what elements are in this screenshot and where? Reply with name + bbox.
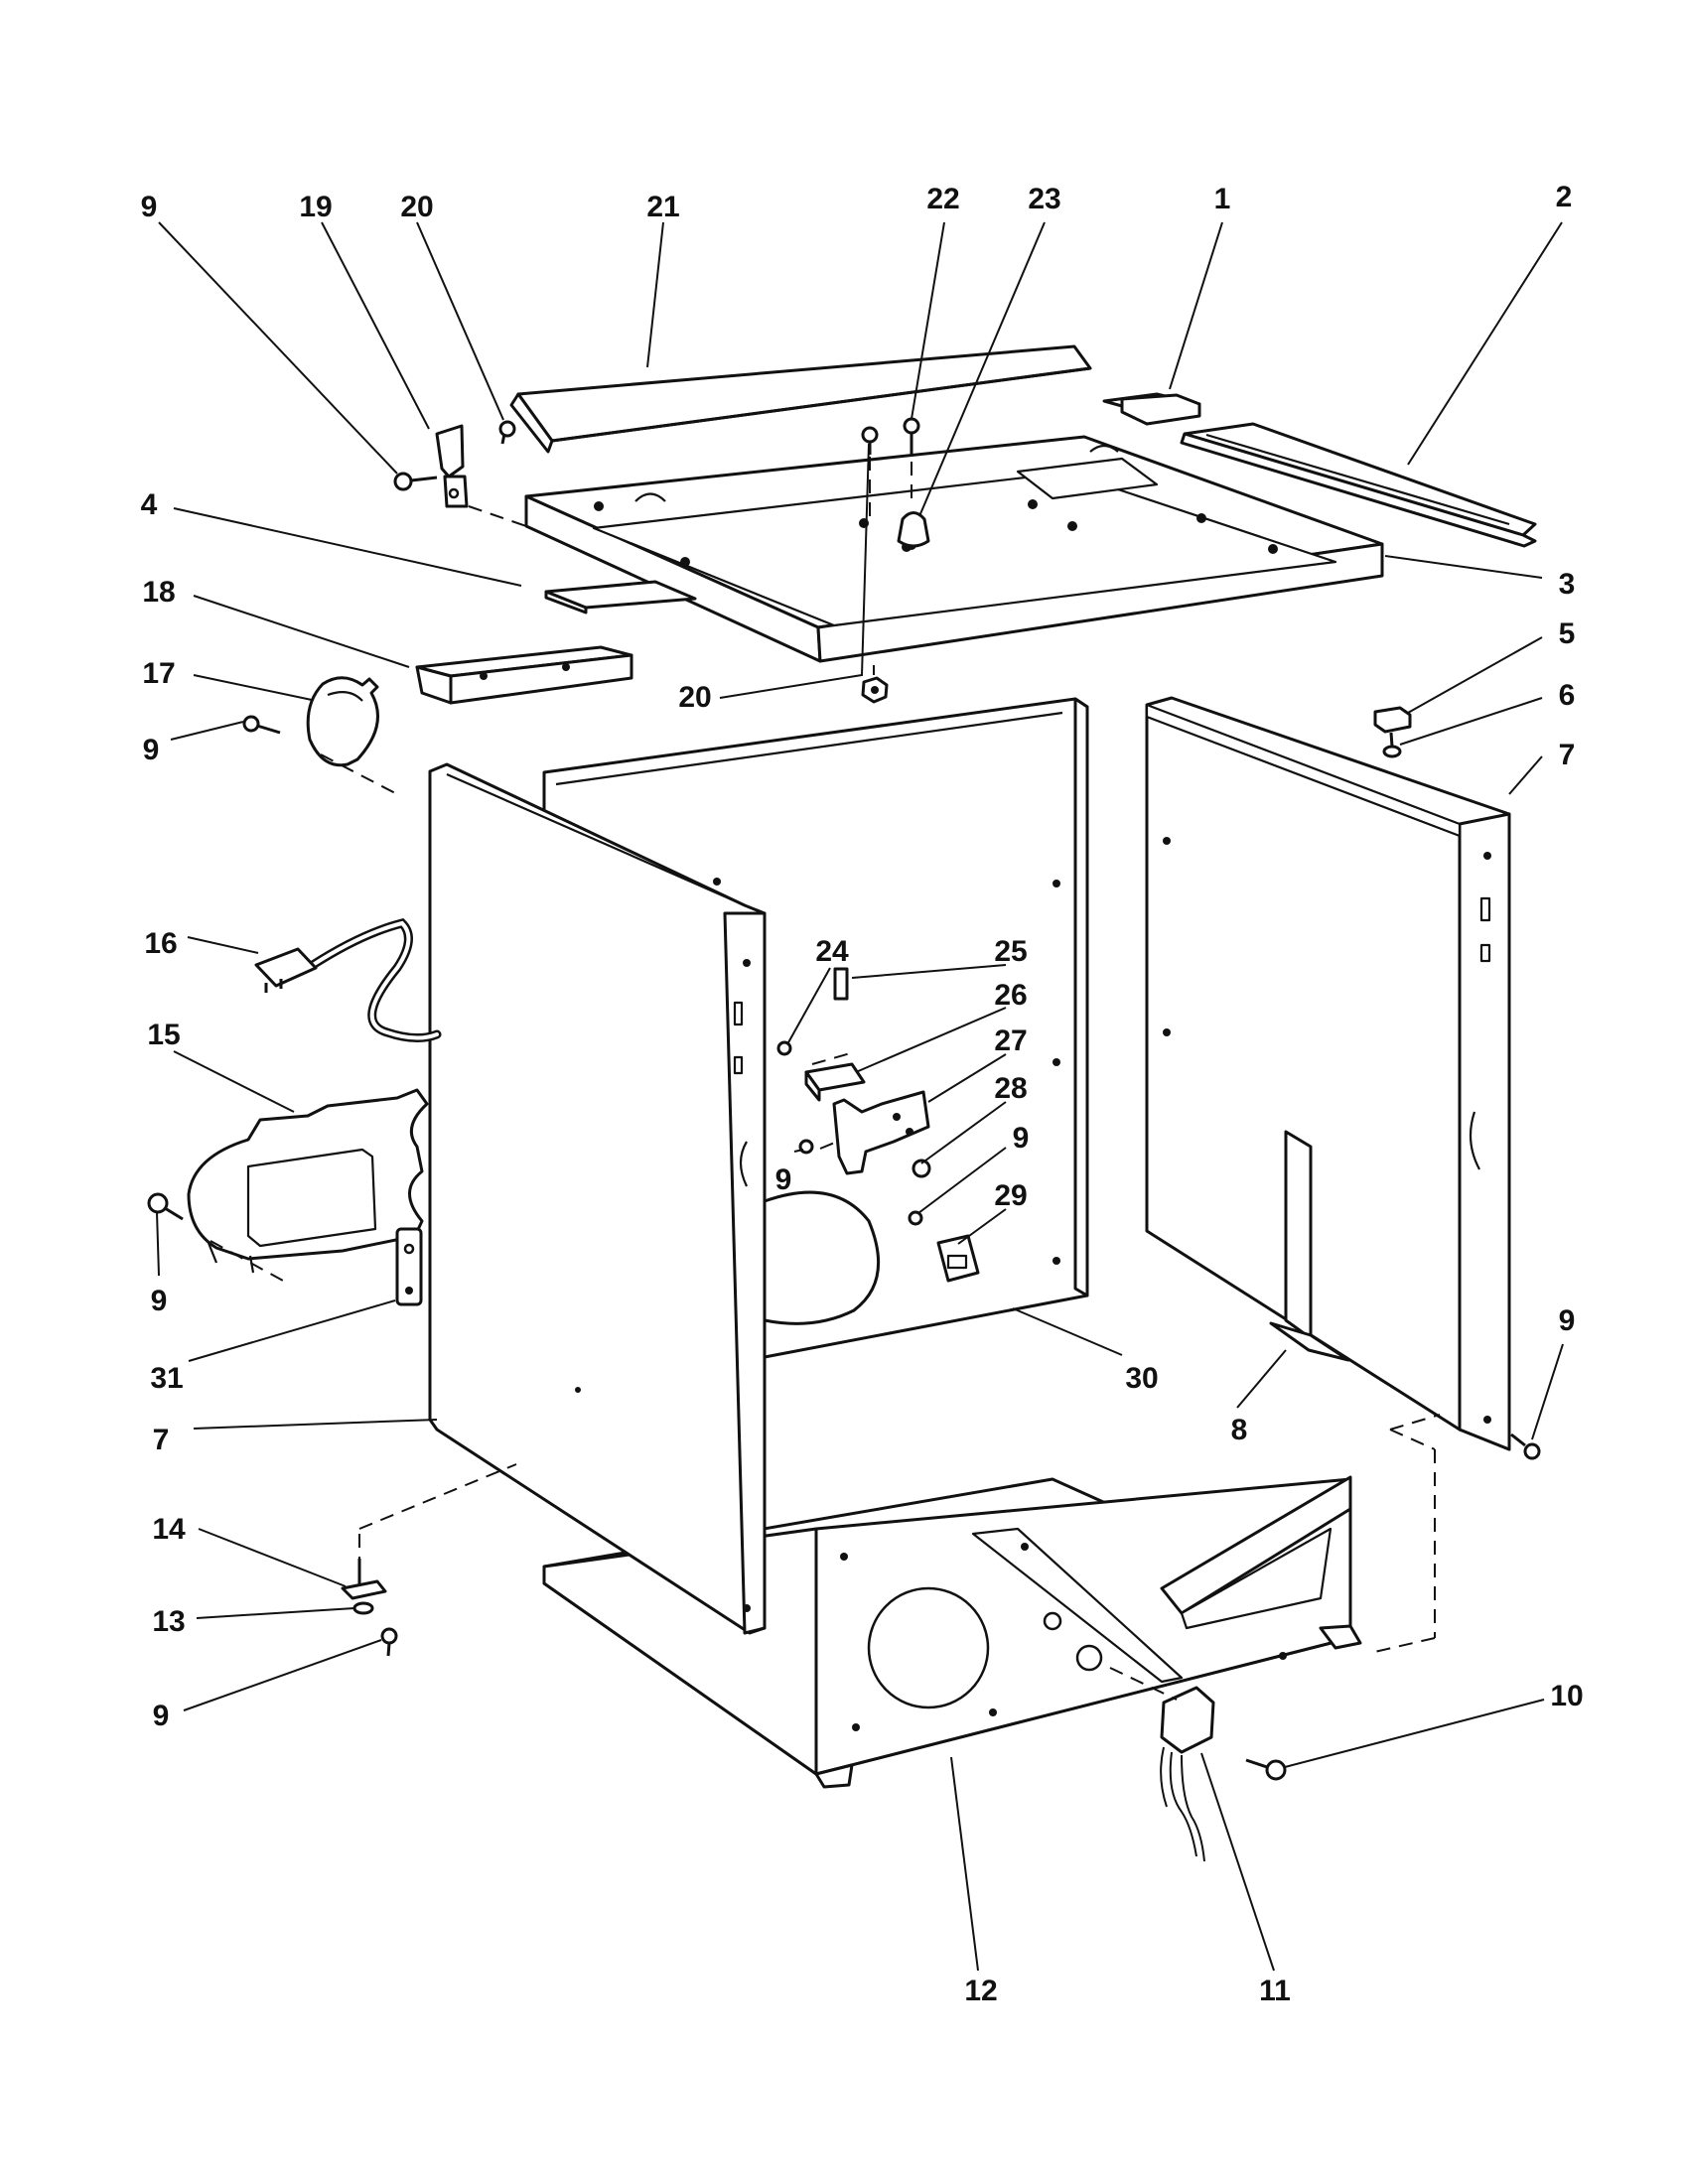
part-20-screw-upper bbox=[498, 420, 516, 445]
callout-27: 27 bbox=[994, 1024, 1027, 1057]
part-20-nut bbox=[861, 676, 889, 704]
part-15-access-panel bbox=[187, 1088, 429, 1274]
part-23-knob bbox=[897, 511, 930, 548]
part-9-screw-top bbox=[393, 472, 438, 491]
part-17-round-cover bbox=[306, 676, 379, 767]
part-11-terminal-block bbox=[1160, 1686, 1215, 1862]
callout-7: 7 bbox=[1559, 739, 1576, 771]
callout-16: 16 bbox=[144, 927, 177, 960]
callout-9: 9 bbox=[1013, 1122, 1030, 1155]
part-22-screw bbox=[903, 417, 920, 457]
callout-20: 20 bbox=[678, 681, 711, 714]
part-2-rear-vent-strip bbox=[1180, 422, 1537, 548]
part-7-right-side-panel bbox=[1145, 696, 1511, 1451]
part-9-screw-panel bbox=[147, 1192, 184, 1221]
callout-20: 20 bbox=[400, 191, 433, 223]
callout-7: 7 bbox=[153, 1424, 170, 1456]
callout-13: 13 bbox=[152, 1605, 185, 1638]
callout-14: 14 bbox=[152, 1513, 186, 1546]
part-31-latch bbox=[395, 1227, 423, 1306]
part-9-screw-foot bbox=[380, 1627, 398, 1657]
part-10-screw bbox=[1245, 1758, 1287, 1781]
part-29-terminal bbox=[936, 1234, 980, 1283]
callout-26: 26 bbox=[994, 979, 1027, 1012]
part-28-nut bbox=[912, 1159, 931, 1178]
callout-12: 12 bbox=[964, 1975, 997, 2007]
callout-17: 17 bbox=[142, 657, 175, 690]
callout-30: 30 bbox=[1125, 1362, 1158, 1395]
part-21-panel-cover bbox=[509, 344, 1092, 454]
callout-8: 8 bbox=[1231, 1414, 1248, 1446]
part-3-top-panel bbox=[524, 435, 1384, 663]
part-18-angle-bracket bbox=[415, 645, 633, 705]
part-4-front-strip bbox=[544, 580, 697, 614]
callout-3: 3 bbox=[1559, 568, 1576, 601]
part-1-top-bracket bbox=[1102, 392, 1201, 426]
callout-29: 29 bbox=[994, 1179, 1027, 1212]
callout-labels: 9 19 20 21 22 23 1 2 4 3 18 5 17 20 6 9 … bbox=[141, 181, 1584, 2007]
callout-21: 21 bbox=[646, 191, 679, 223]
callout-15: 15 bbox=[147, 1019, 180, 1051]
callout-9: 9 bbox=[153, 1700, 170, 1732]
callout-10: 10 bbox=[1550, 1680, 1583, 1712]
callout-1: 1 bbox=[1214, 183, 1231, 215]
callout-9: 9 bbox=[151, 1285, 168, 1317]
part-13-washer bbox=[352, 1601, 374, 1615]
callout-25: 25 bbox=[994, 935, 1027, 968]
callout-5: 5 bbox=[1559, 617, 1576, 650]
part-9-screw-mid2 bbox=[908, 1210, 923, 1226]
part-26-bracket bbox=[804, 1062, 866, 1102]
callout-9: 9 bbox=[141, 191, 158, 223]
callout-28: 28 bbox=[994, 1072, 1027, 1105]
callout-9: 9 bbox=[1559, 1304, 1576, 1337]
part-25-clip bbox=[833, 967, 849, 1001]
part-7-left-side-panel bbox=[428, 762, 767, 1635]
part-19-hinge-bracket bbox=[435, 424, 469, 508]
part-14-leveler-bracket bbox=[341, 1559, 387, 1600]
part-8-baffle bbox=[1269, 1130, 1350, 1362]
callout-6: 6 bbox=[1559, 679, 1576, 712]
callout-19: 19 bbox=[299, 191, 332, 223]
part-5-glide bbox=[1373, 706, 1412, 734]
part-20-screw-top bbox=[861, 426, 879, 455]
callout-22: 22 bbox=[926, 183, 959, 215]
callout-11: 11 bbox=[1259, 1975, 1291, 2007]
assembly-dash-lines bbox=[210, 457, 1441, 1701]
part-16-power-cord bbox=[254, 918, 442, 1042]
part-6-screw bbox=[1382, 732, 1402, 758]
callout-18: 18 bbox=[142, 576, 175, 609]
part-27-bracket bbox=[832, 1090, 930, 1175]
callout-2: 2 bbox=[1556, 181, 1573, 213]
callout-31: 31 bbox=[150, 1362, 183, 1395]
part-9-screw-cover bbox=[242, 715, 281, 735]
part-24-screw bbox=[776, 1040, 792, 1056]
callout-9: 9 bbox=[143, 734, 160, 766]
part-9-screw-right bbox=[1510, 1433, 1541, 1460]
callout-23: 23 bbox=[1028, 183, 1060, 215]
callout-9: 9 bbox=[775, 1163, 792, 1196]
callout-4: 4 bbox=[141, 488, 158, 521]
leader-lines bbox=[156, 221, 1564, 1972]
callout-24: 24 bbox=[815, 935, 849, 968]
